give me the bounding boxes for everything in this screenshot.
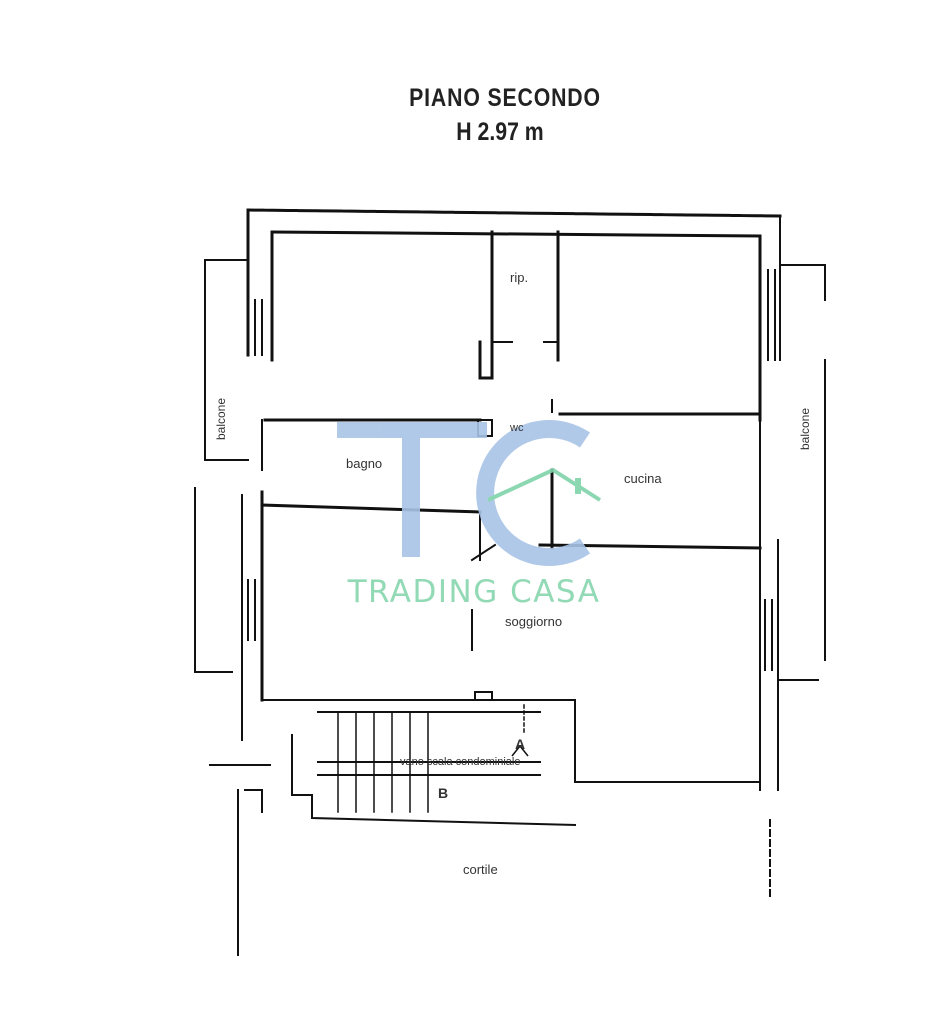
window-left-top bbox=[254, 299, 263, 356]
balcony-left-upper bbox=[204, 259, 249, 461]
plan-height: H 2.97 m bbox=[456, 118, 544, 146]
room-label-cucina: cucina bbox=[624, 471, 662, 486]
section-marker-arrow bbox=[511, 744, 529, 757]
watermark-brand-name: TRADING CASA bbox=[347, 574, 601, 610]
room-label-soggiorno: soggiorno bbox=[505, 614, 563, 629]
room-label-bagno: bagno bbox=[346, 456, 383, 471]
balcony-right-lower bbox=[779, 459, 826, 681]
door-living bbox=[470, 511, 497, 562]
logo-roof bbox=[487, 467, 602, 502]
stair-steps bbox=[337, 711, 429, 813]
watermark-logo bbox=[337, 420, 602, 566]
label-balcony-right: balcone bbox=[798, 407, 812, 450]
window-right-top bbox=[767, 269, 776, 361]
label-stairs: vano scala condominiale bbox=[400, 756, 521, 768]
logo-chimney bbox=[575, 478, 581, 494]
plan-title: PIANO SECONDO bbox=[409, 84, 601, 112]
balcony-left-lower bbox=[194, 487, 233, 673]
section-marker-b: B bbox=[438, 785, 449, 801]
label-balcony-left: balcone bbox=[214, 397, 228, 440]
wall-bath-left bbox=[478, 230, 494, 380]
label-courtyard: cortile bbox=[463, 862, 498, 877]
stair-landing bbox=[317, 761, 541, 776]
logo-t-stem bbox=[402, 422, 420, 557]
room-label-wc: wc bbox=[510, 422, 524, 434]
section-marker-a: A bbox=[515, 736, 526, 752]
room-label-rip: rip. bbox=[510, 270, 529, 285]
wall-living-bottom-right bbox=[574, 699, 761, 783]
balcony-right-upper bbox=[779, 264, 826, 461]
stair-box bbox=[291, 734, 577, 827]
courtyard-step bbox=[209, 764, 271, 813]
window-living-right bbox=[764, 599, 773, 671]
stair-notch bbox=[474, 691, 493, 701]
window-living-left bbox=[247, 579, 256, 641]
wall-corridor-bottom bbox=[260, 503, 482, 514]
outer-wall-top bbox=[246, 208, 782, 218]
outer-wall-top-inner bbox=[270, 230, 762, 238]
logo-c bbox=[476, 420, 591, 566]
